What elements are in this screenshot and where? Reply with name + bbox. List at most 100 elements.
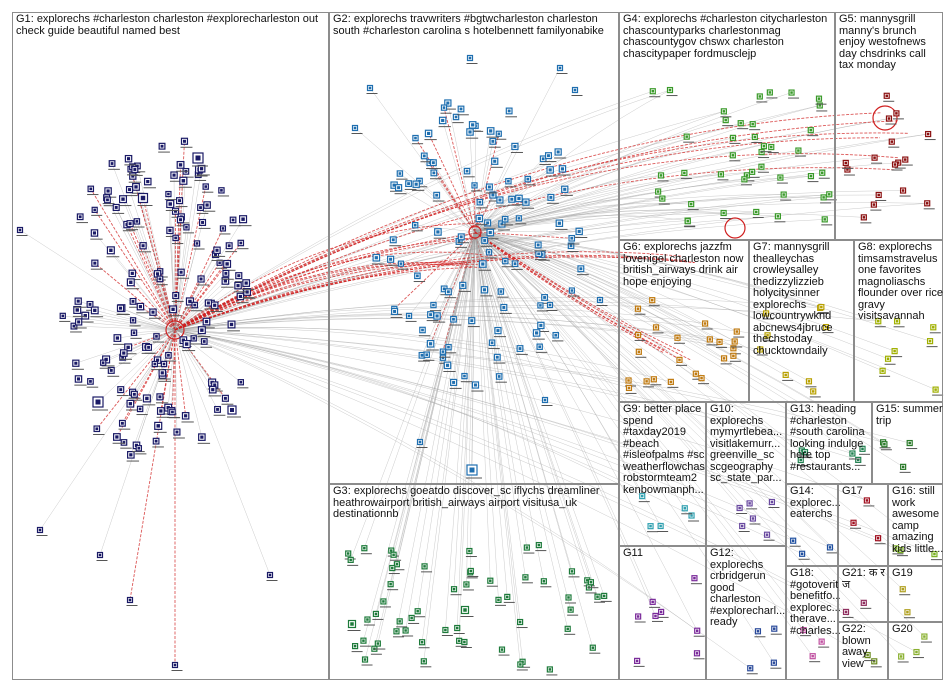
vertex-g6	[667, 378, 679, 388]
vertex-g4	[818, 169, 830, 179]
vertex-g2	[510, 142, 523, 153]
edge	[474, 231, 889, 359]
group-box-g15: G15: summer trip	[872, 402, 943, 484]
group-top-words: heading #charleston #south carolina look…	[790, 404, 865, 473]
vertex-g2	[495, 130, 507, 140]
edge	[474, 231, 568, 629]
edge	[474, 231, 822, 642]
vertex-g1	[74, 318, 87, 329]
vertex-g1	[158, 142, 170, 153]
vertex-g4	[821, 216, 833, 226]
group-id: G13	[790, 404, 811, 415]
vertex-g2	[457, 233, 470, 244]
vertex-g3	[516, 618, 528, 629]
vertex-g1	[119, 349, 133, 360]
group-top-words: explorec... eaterchs	[790, 496, 840, 520]
vertex-g2	[505, 107, 517, 118]
group-id: G1	[16, 14, 31, 25]
vertex-g2	[571, 86, 583, 96]
edge	[474, 231, 813, 657]
vertex-g20	[920, 633, 932, 643]
group-id: G16	[892, 486, 913, 497]
edge	[474, 133, 929, 233]
edge	[474, 212, 778, 233]
vertex-g1	[133, 218, 145, 228]
vertex-g1	[168, 305, 182, 317]
vertex-g3	[396, 618, 408, 628]
group-top-words: explorechs #charleston citycharleston ch…	[623, 14, 828, 60]
vertex-g2	[386, 255, 399, 266]
vertex-g4	[737, 120, 749, 130]
vertex-g6	[729, 352, 741, 362]
vertex-g1	[225, 242, 238, 253]
vertex-g3	[486, 577, 498, 587]
vertex-g2	[488, 339, 500, 349]
vertex-g1	[208, 385, 221, 397]
vertex-g3	[460, 605, 474, 617]
vertex-g1	[191, 301, 203, 312]
vertex-g1	[217, 187, 230, 197]
vertex-g4	[748, 168, 760, 178]
vertex-g3	[421, 563, 433, 573]
edge	[474, 162, 899, 233]
edge	[174, 329, 935, 555]
vertex-g4	[752, 208, 764, 218]
vertex-g1	[171, 291, 184, 302]
vertex-g4	[788, 89, 800, 99]
edge	[474, 231, 678, 338]
vertex-g2	[416, 438, 428, 448]
edge	[474, 231, 594, 648]
vertex-g4	[680, 169, 692, 179]
vertex-g4	[774, 213, 786, 223]
vertex-g1	[106, 246, 120, 258]
vertex-g11	[693, 650, 705, 660]
vertex-g1	[36, 526, 48, 536]
vertex-g6	[716, 338, 728, 348]
vertex-g1	[99, 359, 111, 369]
group-label-g15: G15: summer trip	[876, 404, 943, 427]
vertex-g2	[432, 312, 446, 323]
vertex-g3	[351, 643, 363, 653]
vertex-g3	[498, 646, 510, 656]
vertex-g10	[768, 498, 780, 508]
vertex-g2	[521, 198, 534, 209]
vertex-g1	[153, 421, 167, 433]
vertex-g1	[197, 326, 211, 338]
group-label-g17: G17	[842, 486, 888, 498]
vertex-g5	[892, 110, 904, 120]
group-box-g9: G9: better place spend #taxday2019 #beac…	[619, 402, 706, 546]
vertex-g6	[706, 336, 718, 346]
vertex-g2	[480, 286, 493, 297]
vertex-g1	[116, 304, 129, 315]
edge	[453, 231, 476, 590]
edge	[174, 327, 629, 381]
edge	[474, 231, 590, 588]
vertex-g2	[467, 317, 480, 328]
vertex-g6	[652, 324, 664, 334]
vertex-g13	[854, 456, 866, 466]
vertex-g3	[565, 594, 577, 604]
edge	[73, 325, 176, 331]
vertex-g3	[392, 628, 404, 638]
vertex-g1	[202, 183, 214, 193]
vertex-g3	[503, 593, 515, 603]
group-id: G10	[710, 404, 731, 415]
vertex-g18	[809, 653, 821, 663]
group-label-g8: G8: explorechs timsamstravelus one favor…	[858, 242, 943, 322]
edge-reciprocated	[96, 329, 176, 430]
vertex-g4	[683, 133, 695, 143]
vertex-g1	[139, 242, 152, 253]
edge-reciprocated	[474, 231, 677, 358]
vertex-g1	[86, 378, 99, 388]
edge-reciprocated	[174, 242, 242, 331]
vertex-g2	[560, 185, 573, 196]
vertex-g3	[594, 593, 606, 603]
vertex-g3	[453, 624, 465, 635]
vertex-g19	[903, 609, 915, 619]
group-box-g13: G13: heading #charleston #south carolina…	[786, 402, 872, 484]
vertex-g5	[923, 200, 935, 210]
vertex-g1	[143, 177, 156, 189]
edge	[174, 329, 698, 631]
vertex-g3	[379, 598, 391, 608]
vertex-g1	[152, 333, 165, 343]
